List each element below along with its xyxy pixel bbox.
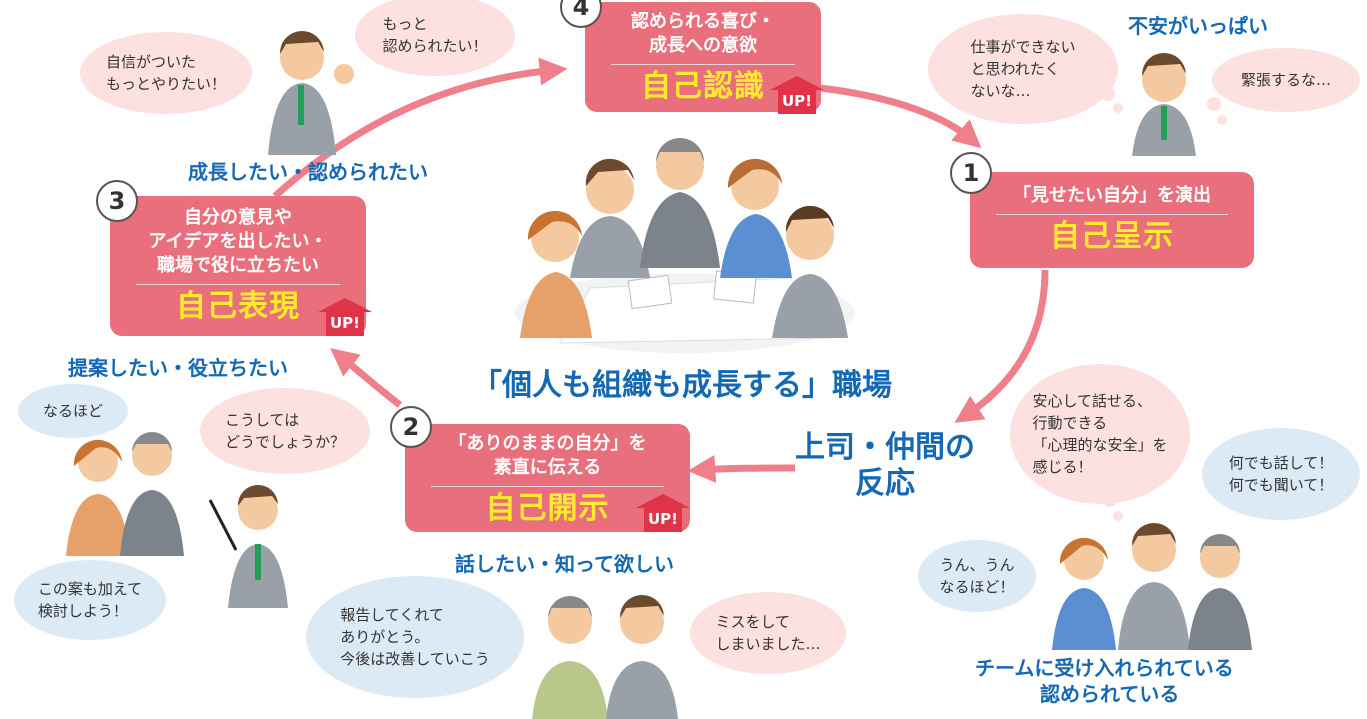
arrow-2-to-3 bbox=[330, 348, 403, 408]
person-man-left bbox=[570, 158, 650, 278]
bubble-anything: 何でも話して！ 何でも聞いて！ bbox=[1202, 428, 1360, 520]
reaction-line-1: 上司・仲間の bbox=[795, 430, 975, 465]
arrow-4-to-1 bbox=[819, 84, 982, 149]
step-2-up-badge: UP! bbox=[636, 494, 690, 532]
team-pair-presenting bbox=[66, 432, 184, 556]
bubble-thanks: 報告してくれて ありがとう。 今後は改善していこう bbox=[306, 576, 524, 698]
step-2-keyword: 自己開示 bbox=[485, 491, 610, 526]
person-woman-right bbox=[720, 158, 792, 278]
step-3-divider bbox=[136, 284, 340, 285]
step-1-divider bbox=[996, 214, 1228, 215]
step-4-keyword: 自己認識 bbox=[641, 69, 765, 104]
step-1-number: 1 bbox=[950, 152, 992, 194]
reaction-line-2: 反応 bbox=[855, 466, 915, 501]
bubble-nervous: 緊張するな… bbox=[1212, 48, 1360, 112]
center-title: 「個人も組織も成長する」職場 bbox=[472, 368, 892, 403]
step-3-up-badge: UP! bbox=[318, 298, 372, 336]
step-4-up-badge: UP! bbox=[770, 76, 824, 114]
step-3-box: 自分の意見や アイデアを出したい・ 職場で役に立ちたい 自己表現 bbox=[110, 196, 366, 336]
step-2-number: 2 bbox=[390, 406, 432, 448]
arrow-reaction-to-2 bbox=[687, 455, 796, 483]
step-4-box: 認められる喜び・ 成長への意欲 自己認識 bbox=[585, 2, 821, 112]
person-man-right bbox=[772, 205, 848, 338]
step-1-keyword: 自己呈示 bbox=[1050, 219, 1174, 254]
person-man-center bbox=[640, 138, 720, 268]
reaction-label: 上司・仲間の 反応 bbox=[795, 430, 975, 502]
caption-propose: 提案したい・役立ちたい bbox=[68, 356, 288, 380]
bubble-i-see: なるほど bbox=[18, 384, 128, 438]
step-2-divider bbox=[431, 486, 664, 487]
step-1-desc: 「見せたい自分」を演出 bbox=[1013, 185, 1211, 206]
caption-talk: 話したい・知って欲しい bbox=[455, 552, 674, 576]
caption-team-1: チームに受け入れられている bbox=[975, 656, 1234, 680]
team-cheering bbox=[1052, 522, 1252, 650]
man-pointer bbox=[208, 484, 288, 608]
man-anxious bbox=[1132, 52, 1196, 156]
bubble-confident: 自信がついた もっとやりたい！ bbox=[80, 32, 252, 114]
caption-grow: 成長したい・認められたい bbox=[188, 160, 428, 184]
bubble-mistake: ミスをして しまいました… bbox=[690, 592, 846, 674]
bubble-add-plan: この案も加えて 検討しよう！ bbox=[14, 560, 166, 640]
step-1-box: 「見せたい自分」を演出 自己呈示 bbox=[970, 172, 1254, 268]
arrow-1-to-reaction bbox=[954, 269, 1049, 423]
arrow-3-to-4 bbox=[272, 57, 568, 199]
step-2-desc: 「ありのままの自分」を 素直に伝える bbox=[448, 433, 647, 478]
step-3-desc: 自分の意見や アイデアを出したい・ 職場で役に立ちたい bbox=[148, 207, 328, 276]
bubble-how-about: こうしては どうでしょうか？ bbox=[200, 388, 370, 474]
person-woman-left bbox=[520, 210, 592, 338]
bubble-cannot-work: 仕事ができない と思われたく ないな… bbox=[928, 14, 1118, 124]
bubble-recognized-more: もっと 認められたい！ bbox=[355, 0, 515, 76]
bubble-safe: 安心して話せる、 行動できる 「心理的な安全」を 感じる！ bbox=[1010, 364, 1190, 504]
step-4-desc: 認められる喜び・ 成長への意欲 bbox=[631, 11, 775, 56]
step-4-divider bbox=[611, 64, 795, 65]
bubble-uh-huh: うん、うん なるほど！ bbox=[918, 540, 1036, 612]
man-confident-fist bbox=[268, 30, 354, 155]
caption-anxiety: 不安がいっぱい bbox=[1128, 14, 1268, 38]
step-3-keyword: 自己表現 bbox=[176, 289, 300, 324]
meeting-illustration bbox=[515, 138, 855, 353]
step-3-number: 3 bbox=[96, 180, 138, 222]
pair-boss-and-worker bbox=[532, 594, 678, 719]
caption-team-2: 認められている bbox=[1040, 682, 1180, 706]
step-2-box: 「ありのままの自分」を 素直に伝える 自己開示 bbox=[405, 424, 690, 532]
